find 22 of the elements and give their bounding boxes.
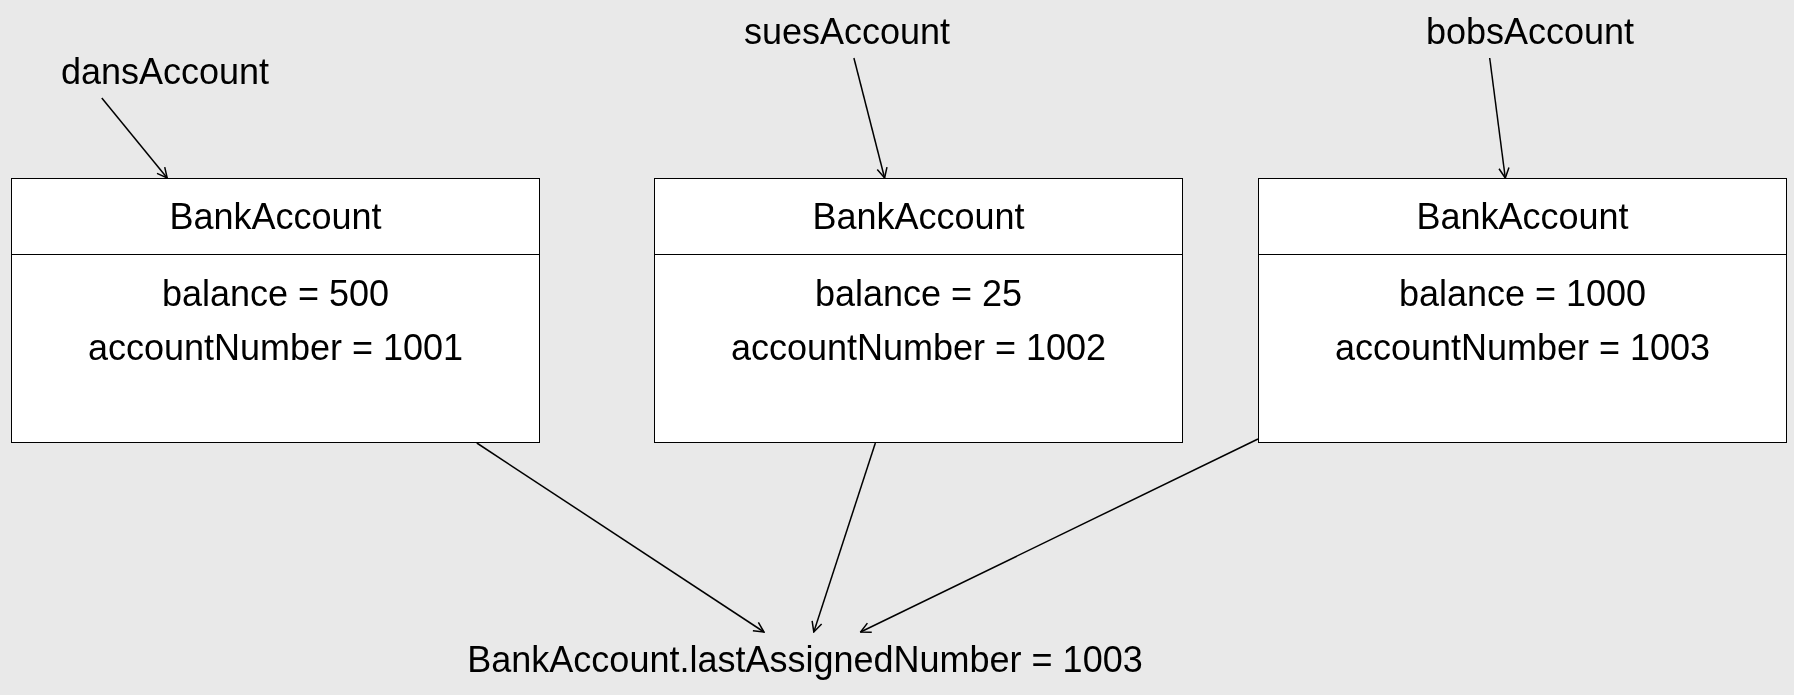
arrow (853, 57, 888, 179)
arrow (811, 442, 877, 633)
object-box (654, 178, 1183, 443)
object-box (11, 178, 540, 443)
object-box (1258, 178, 1787, 443)
class-name: BankAccount (812, 195, 1025, 239)
field-value: balance = 500 (161, 272, 390, 316)
arrow (859, 438, 1259, 633)
arrow (476, 442, 765, 633)
field-value: accountNumber = 1002 (730, 326, 1107, 370)
class-name: BankAccount (1416, 195, 1629, 239)
arrow (101, 97, 168, 179)
field-value: accountNumber = 1003 (1334, 326, 1711, 370)
variable-label: bobsAccount (1380, 8, 1680, 54)
field-value: accountNumber = 1001 (87, 326, 464, 370)
class-name: BankAccount (169, 195, 382, 239)
field-value: balance = 1000 (1398, 272, 1647, 316)
variable-label: suesAccount (700, 8, 994, 54)
variable-label: dansAccount (20, 48, 310, 94)
field-value: balance = 25 (814, 272, 1023, 316)
variable-label: BankAccount.lastAssignedNumber = 1003 (450, 636, 1160, 682)
arrow (1488, 57, 1510, 179)
